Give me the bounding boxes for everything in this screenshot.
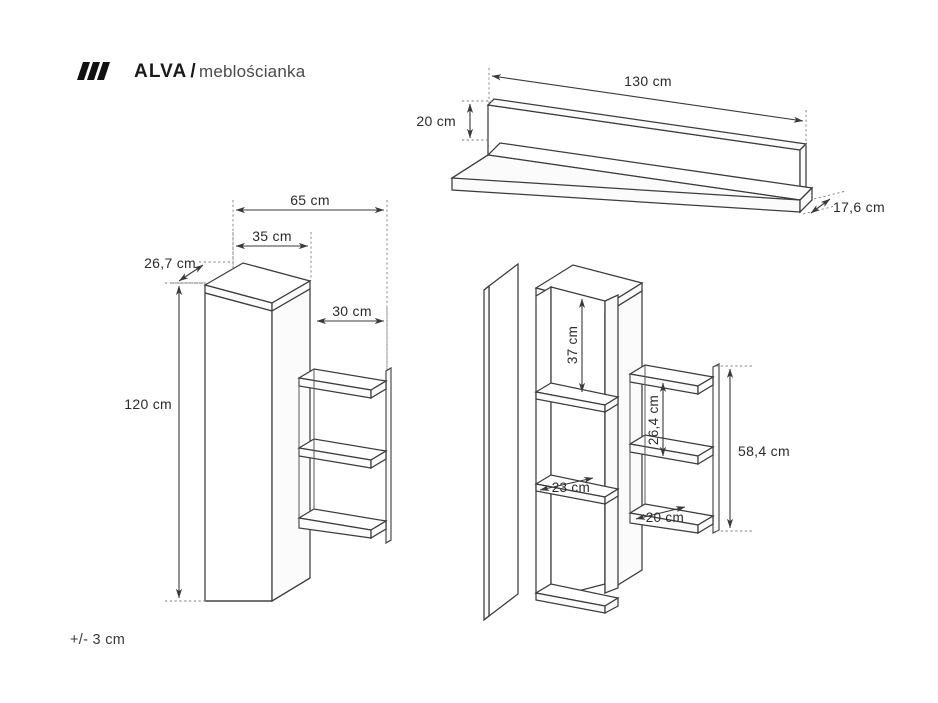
wall-shelf-diagram: 130 cm 20 cm 17,6 cm xyxy=(416,68,885,215)
cabinet-open-door-diagram: 37 cm 26,4 cm 58,4 cm 23 cm 20 cm xyxy=(483,262,790,622)
brand-title: ALVA/meblościanka xyxy=(134,62,305,81)
shelf-width-label: 30 cm xyxy=(332,303,372,319)
cabinet-with-shelves-diagram: 65 cm 35 cm 26,7 cm 30 cm 120 cm xyxy=(124,192,392,603)
cabinet-total-width-label: 65 cm xyxy=(290,192,330,208)
cabinet-width-label: 35 cm xyxy=(252,228,292,244)
brand-header: ALVA/meblościanka xyxy=(70,55,305,87)
tolerance-note: +/- 3 cm xyxy=(70,632,126,648)
interior-depth-label: 23 cm xyxy=(552,480,590,495)
shelf-section-height-label: 58,4 cm xyxy=(738,443,790,459)
cabinet-depth-label: 26,7 cm xyxy=(144,255,196,271)
brand-name: ALVA xyxy=(134,60,188,82)
shelf-depth-label: 20 cm xyxy=(646,510,684,525)
cabinet-height-label: 120 cm xyxy=(124,396,172,412)
shelf-spacing-label: 26,4 cm xyxy=(646,395,661,445)
wall-shelf-depth-label: 17,6 cm xyxy=(833,199,885,215)
wall-shelf-width-label: 130 cm xyxy=(624,73,672,89)
brand-subtitle: meblościanka xyxy=(199,61,306,81)
wall-shelf-height-label: 20 cm xyxy=(416,113,456,129)
brand-separator: / xyxy=(190,60,196,82)
three-slanted-bars-logo-icon xyxy=(77,62,110,80)
interior-compartment-height-label: 37 cm xyxy=(565,326,580,364)
